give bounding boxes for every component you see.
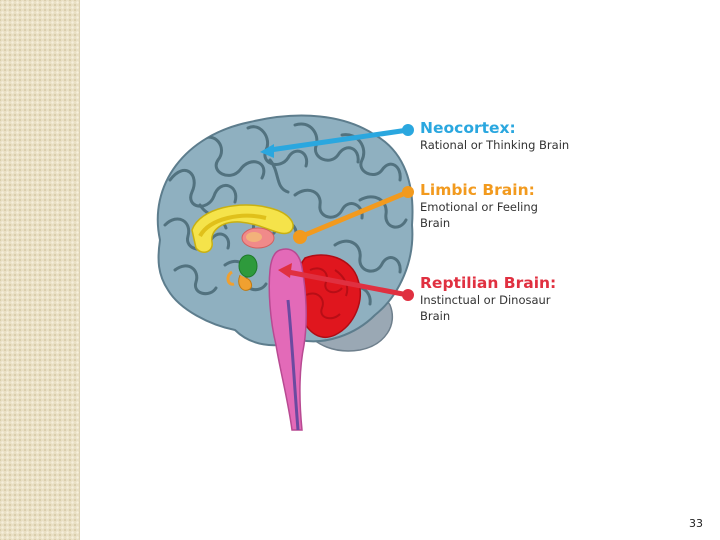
limbic-label: Limbic Brain: Emotional or Feeling Brain — [420, 181, 570, 231]
limbic-title: Limbic Brain: — [420, 181, 570, 199]
decorative-side-strip — [0, 0, 80, 540]
hypothalamus — [239, 255, 257, 277]
brain-diagram: Neocortex: Rational or Thinking Brain Li… — [130, 100, 570, 440]
reptilian-label: Reptilian Brain: Instinctual or Dinosaur… — [420, 274, 556, 324]
neocortex-label: Neocortex: Rational or Thinking Brain — [420, 119, 569, 153]
limbic-subtitle: Emotional or Feeling Brain — [420, 199, 570, 231]
neocortex-title: Neocortex: — [420, 119, 569, 137]
neocortex-subtitle: Rational or Thinking Brain — [420, 137, 569, 153]
reptilian-title: Reptilian Brain: — [420, 274, 556, 292]
page-number: 33 — [689, 517, 703, 530]
reptilian-subtitle: Instinctual or Dinosaur Brain — [420, 292, 556, 324]
